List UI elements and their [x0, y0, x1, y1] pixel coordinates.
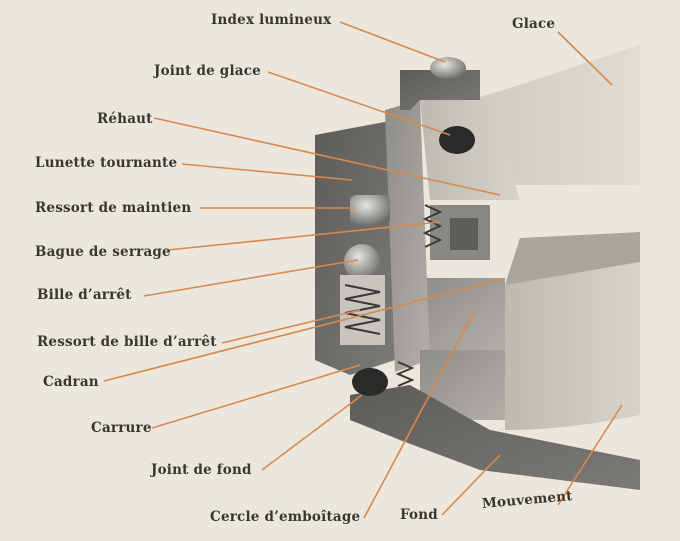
- back-gasket-teeth: [395, 361, 415, 387]
- leader-lunette-tournante: [181, 163, 353, 181]
- label-glace: Glace: [512, 16, 556, 32]
- movement-top: [505, 232, 640, 285]
- label-joint-de-glace: Joint de glace: [154, 63, 261, 79]
- leader-rehaut: [153, 117, 501, 196]
- back-gasket-shape: [352, 368, 388, 396]
- rehaut-shape: [420, 100, 520, 200]
- dial-shape: [420, 278, 505, 350]
- leader-joint-de-glace: [267, 71, 451, 136]
- label-rehaut: Réhaut: [97, 111, 153, 127]
- leader-carrure: [151, 364, 361, 429]
- glass-shape: [470, 45, 640, 185]
- label-lunette-tournante: Lunette tournante: [35, 155, 178, 171]
- ball-spring-coils: [344, 284, 381, 335]
- movement-shape: [505, 262, 640, 430]
- glass-gasket-shape: [439, 126, 475, 154]
- case-back-shape: [350, 385, 640, 490]
- label-cadran: Cadran: [43, 374, 99, 390]
- leader-mouvement: [557, 404, 623, 506]
- label-bague-de-serrage: Bague de serrage: [35, 244, 171, 260]
- leader-cercle-demboitage: [363, 309, 476, 519]
- label-carrure: Carrure: [91, 420, 152, 436]
- leader-bille-darret: [143, 259, 359, 297]
- stop-ball-shape: [344, 244, 380, 280]
- spring-teeth: [422, 204, 443, 248]
- casing-ring-shape: [420, 350, 505, 420]
- leader-glace: [557, 31, 613, 86]
- retaining-spring-shape: [350, 195, 390, 225]
- case-inner-shape: [385, 100, 430, 372]
- label-ressort-de-maintien: Ressort de maintien: [35, 200, 192, 216]
- label-cercle-demboitage: Cercle d’emboîtage: [210, 509, 361, 525]
- label-index-lumineux: Index lumineux: [211, 12, 332, 28]
- label-joint-de-fond: Joint de fond: [151, 462, 252, 478]
- label-ressort-de-bille-darret: Ressort de bille d’arrêt: [37, 334, 217, 350]
- leader-ressort-de-bille-darret: [221, 309, 361, 344]
- leader-index-lumineux: [339, 21, 446, 63]
- label-fond: Fond: [400, 507, 438, 523]
- leader-cadran: [103, 279, 501, 382]
- leader-fond: [441, 454, 501, 516]
- clamping-ring-inner: [450, 218, 478, 250]
- label-bille-darret: Bille d’arrêt: [37, 287, 132, 303]
- leader-bague-de-serrage: [167, 221, 441, 251]
- luminous-index-shape: [430, 57, 466, 79]
- leader-joint-de-fond: [261, 394, 363, 471]
